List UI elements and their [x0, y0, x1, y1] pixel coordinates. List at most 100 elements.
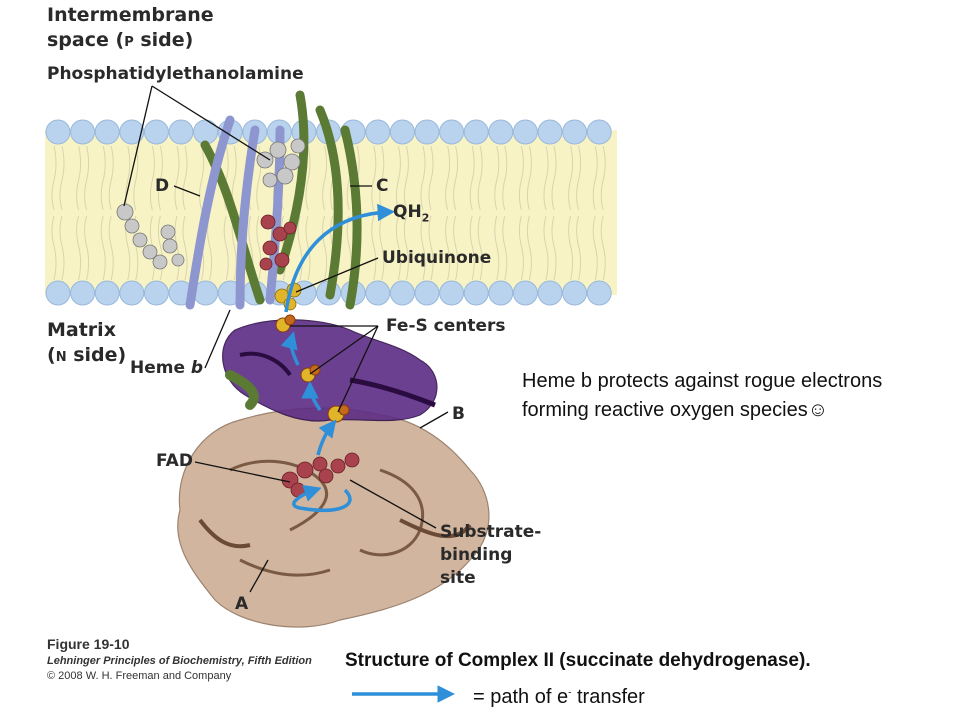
lipid-tail	[297, 215, 303, 281]
lipid-tail	[494, 145, 500, 211]
fe-s-centers-label: Fe-S centers	[386, 316, 506, 336]
intermembrane-label-line1: Intermembrane	[47, 4, 214, 26]
lipid-head	[365, 280, 391, 306]
lipid-head	[488, 280, 514, 306]
lipid-tail	[199, 145, 205, 211]
lipid-tail	[182, 215, 188, 281]
lipid-tails	[51, 145, 606, 281]
lipid-tail	[395, 145, 401, 211]
lipid-tail	[157, 215, 163, 281]
lipid-tail	[576, 215, 582, 281]
lipid-tail	[133, 145, 139, 211]
leader-lines	[123, 85, 449, 593]
lipid-tail	[469, 215, 475, 281]
lipid-head	[488, 119, 514, 145]
heme-b-molecule	[259, 214, 297, 271]
lipid-tail	[256, 215, 262, 281]
lipid-tail	[420, 215, 426, 281]
lipid-head	[70, 280, 96, 306]
lipid-tail	[477, 145, 483, 211]
lipid-head	[389, 119, 415, 145]
heme-b-label: Heme b	[130, 358, 204, 378]
subunit-d-label: D	[155, 176, 170, 196]
lipid-tail	[125, 145, 131, 211]
lipid-tail	[379, 215, 385, 281]
lipid-tail	[518, 215, 524, 281]
lipid-tail	[445, 145, 451, 211]
lipid-tail	[576, 145, 582, 211]
lipid-tail	[305, 215, 311, 281]
lipid-head	[193, 119, 219, 145]
intermembrane-label-line2: space (P side)	[47, 29, 194, 51]
lipid-head	[439, 280, 465, 306]
lipid-head	[168, 119, 194, 145]
lipid-tail	[600, 215, 606, 281]
lipid-head	[143, 280, 169, 306]
lipid-head	[537, 280, 563, 306]
lipid-tail	[600, 145, 606, 211]
lipid-head	[439, 119, 465, 145]
lipid-tail	[543, 145, 549, 211]
lipid-head	[586, 119, 612, 145]
lipid-tail	[445, 215, 451, 281]
lipid-tail	[84, 215, 90, 281]
lipid-tail	[59, 215, 65, 281]
subunit-b-label: B	[452, 404, 465, 424]
fad-molecule	[281, 452, 360, 498]
lipid-head	[537, 119, 563, 145]
lipid-tail	[568, 215, 574, 281]
lipid-head	[414, 119, 440, 145]
lipid-tail	[592, 215, 598, 281]
lipid-tail	[76, 145, 82, 211]
figure-caption: Structure of Complex II (succinate dehyd…	[345, 650, 811, 671]
lipid-head	[365, 119, 391, 145]
lipid-head	[94, 119, 120, 145]
lipid-tail	[453, 215, 459, 281]
lipid-head	[512, 280, 538, 306]
lipid-tail	[526, 145, 532, 211]
substrate-label-line2: binding	[440, 545, 513, 565]
lipid-tail	[100, 215, 106, 281]
lipid-tail	[494, 215, 500, 281]
lipid-tail	[395, 215, 401, 281]
lipid-tail	[502, 215, 508, 281]
lipid-tail	[428, 215, 434, 281]
lipid-tail	[477, 215, 483, 281]
lipid-tail	[453, 145, 459, 211]
figure-copyright: © 2008 W. H. Freeman and Company	[47, 670, 232, 682]
subunit-a-label: A	[235, 594, 249, 614]
legend-text: = path of e- transfer	[473, 686, 645, 708]
lipid-head	[119, 119, 145, 145]
lipid-head	[512, 119, 538, 145]
lipid-tail	[59, 145, 65, 211]
lipid-tail	[174, 145, 180, 211]
matrix-label-line2: (N side)	[47, 344, 127, 366]
annotation-line1: Heme b protects against rogue electrons	[522, 370, 883, 392]
subunit-a	[177, 407, 490, 628]
lipid-head	[562, 280, 588, 306]
lipid-tail	[149, 145, 155, 211]
lipid-tail	[322, 145, 328, 211]
lipid-tail	[379, 145, 385, 211]
lipid-head	[389, 280, 415, 306]
lipid-head	[70, 119, 96, 145]
lipid-tail	[371, 145, 377, 211]
lipid-tail	[551, 215, 557, 281]
figure-book-title: Lehninger Principles of Biochemistry, Fi…	[47, 655, 312, 667]
fe-s-centers	[275, 314, 350, 423]
lipid-tail	[223, 215, 229, 281]
lipid-tail	[428, 145, 434, 211]
lipid-tail	[108, 215, 114, 281]
substrate-label-line1: Substrate-	[440, 522, 542, 542]
lipid-tail	[403, 145, 409, 211]
lipid-tail	[592, 145, 598, 211]
lipid-tail	[182, 145, 188, 211]
lipid-tail	[526, 215, 532, 281]
lipid-head	[463, 280, 489, 306]
ubiquinone-label: Ubiquinone	[382, 248, 492, 268]
substrate-label-line3: site	[440, 568, 476, 588]
qh2-label: QH2	[393, 202, 430, 225]
lipid-head	[119, 280, 145, 306]
lipid-tail	[518, 145, 524, 211]
